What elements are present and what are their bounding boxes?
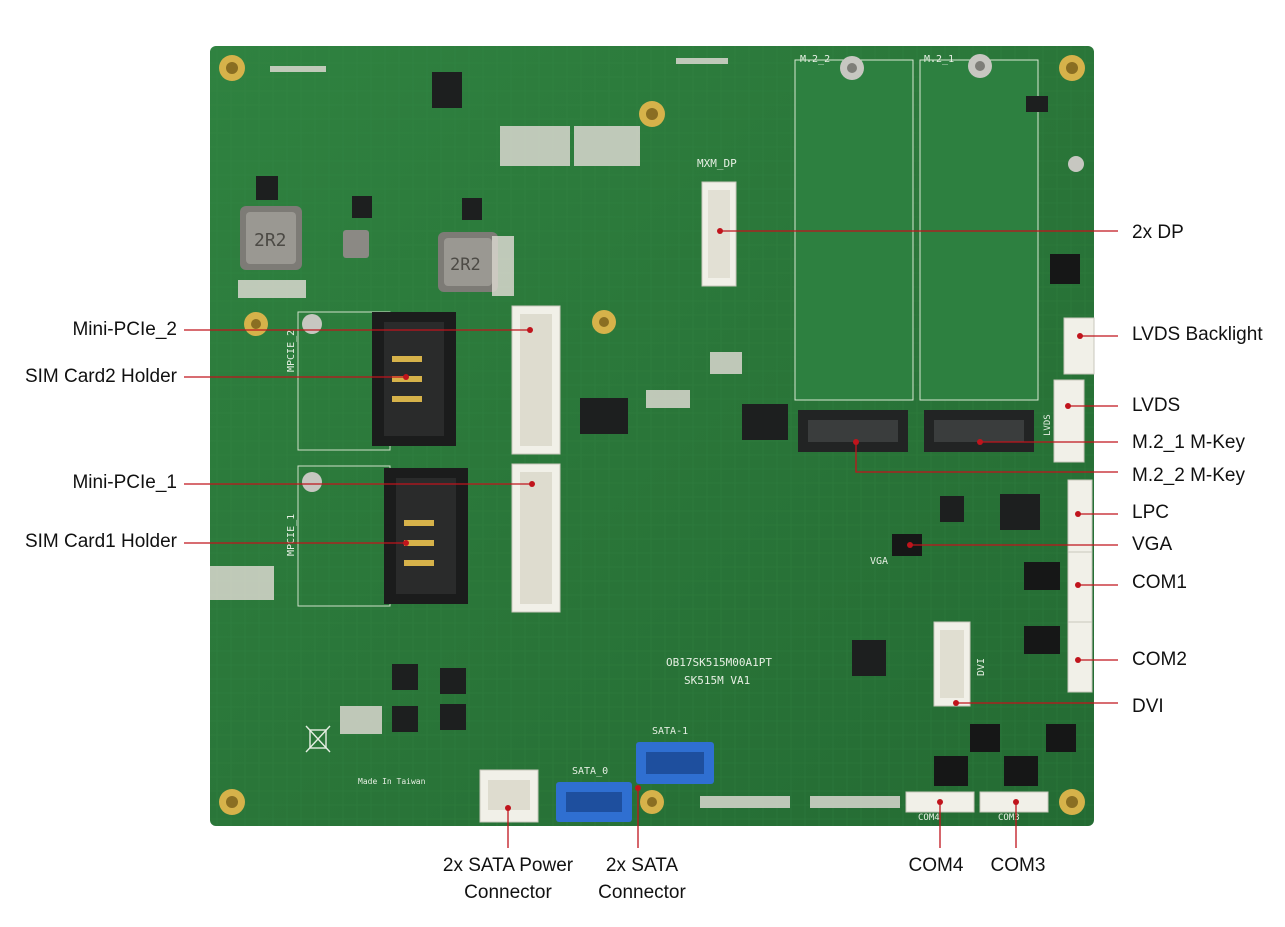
silk-lvds: LVDS <box>1043 414 1053 436</box>
silk-made-in: Made In Taiwan <box>358 777 426 786</box>
label-dvi: DVI <box>1132 696 1164 717</box>
dot-sim1 <box>403 540 409 546</box>
silk-mpcie-2: MPCIE_2 <box>286 330 297 372</box>
m2-2-bay <box>794 59 914 401</box>
inductor-small <box>343 230 369 258</box>
inductor-right <box>438 232 498 292</box>
com2-connector <box>1067 621 1093 693</box>
dot-m2-1 <box>977 439 983 445</box>
label-mpcie1: Mini-PCIe_1 <box>72 472 177 493</box>
dot-vga <box>907 542 913 548</box>
dot-dvi <box>953 700 959 706</box>
label-dp: 2x DP <box>1132 222 1184 243</box>
dot-lvds-backlight <box>1077 333 1083 339</box>
m2-2-socket <box>798 410 908 452</box>
label-sim1: SIM Card1 Holder <box>24 531 177 552</box>
silk-com3: COM3 <box>998 813 1020 823</box>
silk-sata-1: SATA-1 <box>652 726 688 737</box>
silk-vga: VGA <box>870 556 888 567</box>
mxm-dp-connector <box>701 181 737 287</box>
label-sata-power-line2: Connector <box>464 882 552 903</box>
label-sata-line1: 2x SATA <box>605 855 679 876</box>
dot-lpc <box>1075 511 1081 517</box>
label-vga: VGA <box>1132 534 1173 555</box>
label-sata: 2x SATA Connector <box>582 852 702 906</box>
dot-sim2 <box>403 374 409 380</box>
dot-mpcie1 <box>529 481 535 487</box>
pin-headers <box>892 254 1080 786</box>
label-lpc: LPC <box>1132 502 1169 523</box>
ic-chips <box>256 72 1048 732</box>
silk-inductor-right: 2R2 <box>450 255 481 275</box>
silk-mxm-dp: MXM_DP <box>697 157 737 170</box>
dot-dp <box>717 228 723 234</box>
dot-com1 <box>1075 582 1081 588</box>
dot-mpcie2 <box>527 327 533 333</box>
label-sata-line2: Connector <box>598 882 686 903</box>
label-com4: COM4 <box>908 855 964 876</box>
lvds-backlight-connector <box>1063 317 1095 375</box>
silk-com4: COM4 <box>918 813 940 823</box>
label-mpcie2: Mini-PCIe_2 <box>72 319 177 340</box>
lvds-connector <box>1053 379 1085 463</box>
label-com3: COM3 <box>990 855 1046 876</box>
mpcie-1-slot <box>511 463 561 613</box>
sim1-holder <box>384 468 468 604</box>
label-com2: COM2 <box>1132 649 1187 670</box>
smd-components <box>210 58 900 808</box>
inductor-left <box>240 206 302 270</box>
label-m2-2: M.2_2 M-Key <box>1132 465 1245 486</box>
leader-m2-2 <box>855 442 1118 473</box>
label-sata-power: 2x SATA Power Connector <box>428 852 588 906</box>
sata-0-connector <box>556 782 632 822</box>
dot-com4 <box>937 799 943 805</box>
silk-mpcie-1: MPCIE_1 <box>286 514 297 556</box>
dot-sata-power <box>505 805 511 811</box>
silk-m2-1: M.2_1 <box>924 54 954 65</box>
silk-dvi: DVI <box>976 658 987 676</box>
dot-com2 <box>1075 657 1081 663</box>
silk-m2-2: M.2_2 <box>800 54 830 65</box>
dvi-connector <box>933 621 971 707</box>
silk-inductor-left: 2R2 <box>254 230 287 251</box>
dot-sata <box>635 785 641 791</box>
silk-board-ver: SK515M VA1 <box>684 674 750 687</box>
sata-power-connector <box>479 769 539 823</box>
label-lvds: LVDS <box>1132 395 1181 416</box>
standoffs <box>302 54 1084 492</box>
label-lvds-backlight: LVDS Backlight <box>1132 324 1263 345</box>
label-sim2: SIM Card2 Holder <box>24 366 177 387</box>
crossed-bin-icon <box>305 725 331 753</box>
silk-board-id: OB17SK515M00A1PT <box>666 656 772 669</box>
m2-1-socket <box>924 410 1034 452</box>
label-m2-1: M.2_1 M-Key <box>1132 432 1245 453</box>
sata-1-connector <box>636 742 714 784</box>
dot-lvds <box>1065 403 1071 409</box>
m2-1-bay <box>919 59 1039 401</box>
sim2-holder <box>372 312 456 446</box>
dot-com3 <box>1013 799 1019 805</box>
silk-sata-0: SATA_0 <box>572 766 608 777</box>
dot-m2-2 <box>853 439 859 445</box>
label-sata-power-line1: 2x SATA Power <box>442 855 574 876</box>
label-com1: COM1 <box>1132 572 1187 593</box>
mpcie-2-slot <box>511 305 561 455</box>
